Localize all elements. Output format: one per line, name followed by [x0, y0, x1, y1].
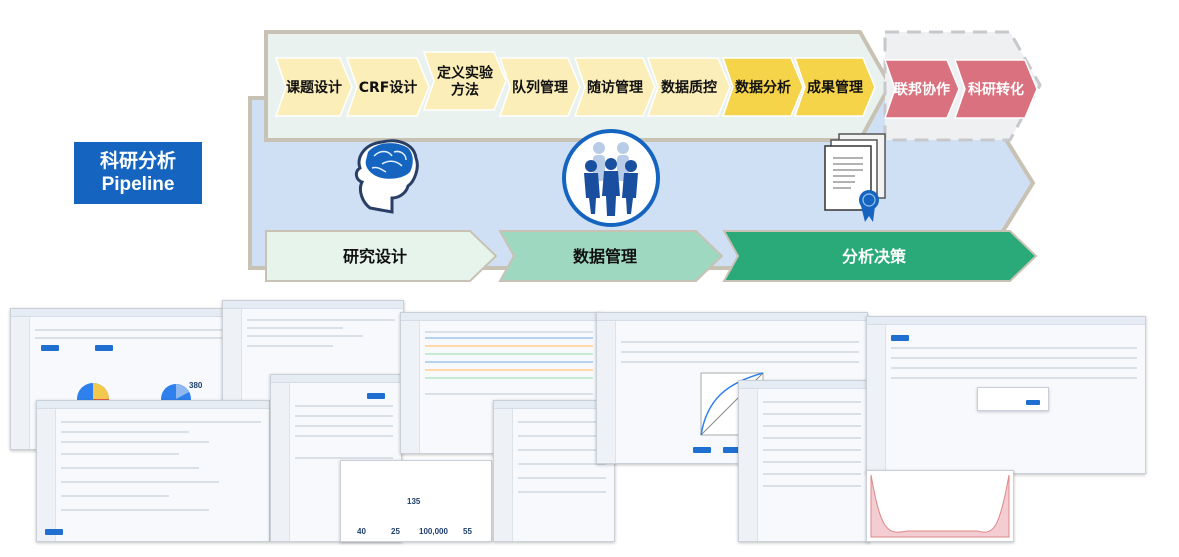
phase-1: 研究设计 — [265, 230, 498, 282]
step-label: 数据分析 — [735, 79, 791, 96]
screenshot-people-stats: 135 40 25 100,000 55 — [340, 460, 492, 542]
step-6: 数据质控 — [646, 57, 731, 117]
stat-4: 55 — [463, 527, 472, 536]
step-2: CRF设计 — [345, 57, 430, 117]
step-1: 课题设计 — [274, 57, 353, 117]
step-5: 随访管理 — [573, 57, 656, 117]
certificate-icon — [824, 133, 886, 222]
step-7: 数据分析 — [721, 57, 804, 117]
phase-2: 数据管理 — [498, 230, 724, 282]
screenshot-experiment-form — [36, 400, 270, 542]
step-label: CRF设计 — [359, 79, 418, 96]
step-9: 联邦协作 — [883, 59, 960, 119]
step-8: 成果管理 — [793, 57, 876, 117]
brain-head-icon — [354, 139, 419, 214]
team-people-icon — [562, 129, 660, 227]
step-label: 方法 — [451, 82, 479, 99]
step-label: 联邦协作 — [894, 81, 950, 98]
stat-2: 25 — [391, 527, 400, 536]
step-label: 成果管理 — [807, 79, 863, 96]
stat-3: 100,000 — [419, 527, 448, 536]
pipeline-title-english: Pipeline — [101, 174, 175, 195]
step-4: 队列管理 — [498, 57, 581, 117]
dashboard-value: 380 — [189, 381, 203, 390]
phase-label: 分析决策 — [842, 247, 907, 266]
density-curve-thumbnail — [870, 474, 1010, 538]
people-count: 135 — [407, 497, 421, 506]
screenshot-quality-control — [493, 400, 615, 542]
screenshot-collaboration — [866, 316, 1146, 474]
pipeline-title: 科研分析 Pipeline — [74, 142, 202, 204]
stat-1: 40 — [357, 527, 366, 536]
phase-label: 数据管理 — [573, 247, 637, 266]
step-label: 数据质控 — [661, 79, 717, 96]
pipeline-title-chinese: 科研分析 — [99, 150, 176, 172]
phase-label: 研究设计 — [343, 247, 407, 266]
step-10: 科研转化 — [953, 59, 1038, 119]
step-label: 定义实验 — [437, 65, 494, 82]
step-label: 科研转化 — [968, 81, 1024, 98]
screenshot-results — [738, 380, 870, 542]
step-label: 随访管理 — [587, 79, 643, 96]
step-label: 课题设计 — [286, 79, 342, 96]
screenshot-density-plot — [866, 470, 1014, 542]
phase-3: 分析决策 — [722, 230, 1038, 282]
step-label: 队列管理 — [512, 79, 568, 96]
